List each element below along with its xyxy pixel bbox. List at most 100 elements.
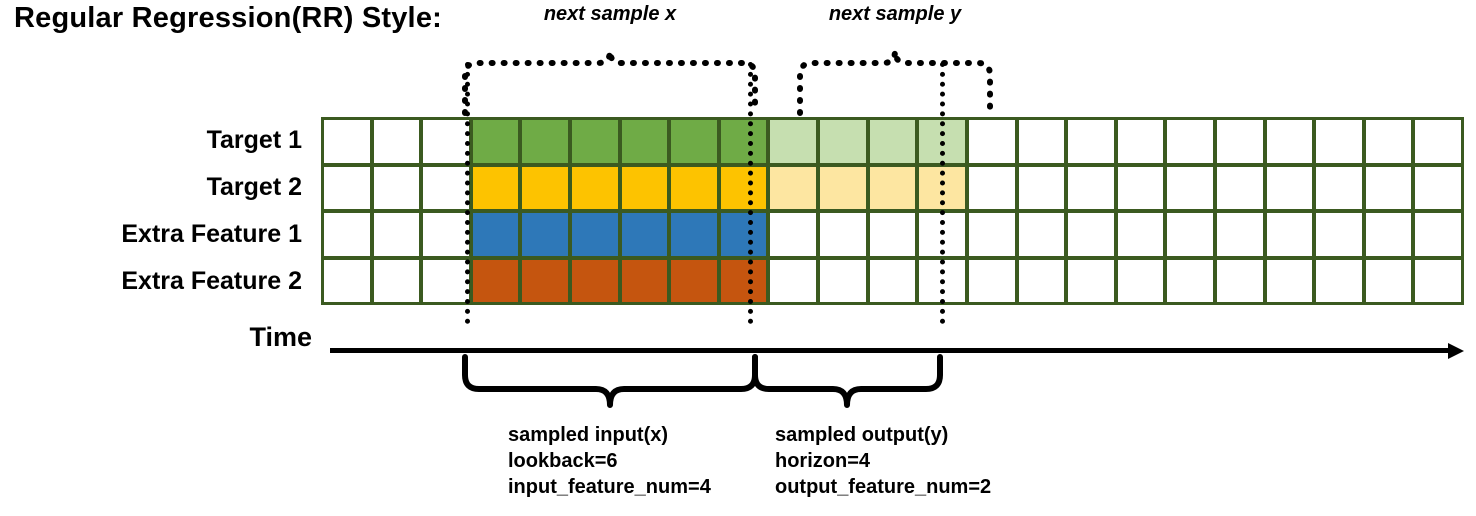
grid-cell-r1-c23 xyxy=(1415,120,1462,163)
grid-cell-r4-c11 xyxy=(820,259,866,302)
grid-cell-r2-c1 xyxy=(324,166,370,209)
grid-cell-r3-c9 xyxy=(720,213,767,256)
grid-cell-r1-c15 xyxy=(1018,120,1065,163)
grid-row-target-1 xyxy=(324,120,1462,163)
grid-cell-r4-c2 xyxy=(373,259,420,302)
bottom-brace-sampled-input xyxy=(462,354,758,408)
grid-cell-r3-c11 xyxy=(820,213,866,256)
sampled-output-line-3: output_feature_num=2 xyxy=(775,476,992,498)
guide-line-input-end xyxy=(748,62,753,324)
bottom-caption-sampled-output: sampled output(y) horizon=4 output_featu… xyxy=(775,422,991,500)
grid-row-target-2 xyxy=(324,166,1462,209)
bottom-brace-sampled-output xyxy=(752,354,943,408)
grid-cell-r2-c19 xyxy=(1216,166,1263,209)
grid-cell-r3-c8 xyxy=(671,213,717,256)
grid-cell-r4-c17 xyxy=(1117,259,1164,302)
guide-line-output-end xyxy=(940,62,945,324)
time-axis-label: Time xyxy=(249,322,312,352)
grid-cell-r1-c7 xyxy=(621,120,668,163)
grid-cell-r2-c22 xyxy=(1365,166,1412,209)
grid-cell-r1-c21 xyxy=(1316,120,1362,163)
time-axis-line xyxy=(330,348,1452,353)
row-label-extra-feature-1: Extra Feature 1 xyxy=(121,220,302,248)
page-title: Regular Regression(RR) Style: xyxy=(14,2,442,34)
grid-cell-r1-c10 xyxy=(770,120,817,163)
grid-cell-r3-c5 xyxy=(522,213,569,256)
grid-cell-r4-c15 xyxy=(1018,259,1065,302)
grid-cell-r2-c8 xyxy=(671,166,717,209)
top-brace-caption-x: next sample x xyxy=(543,3,677,25)
grid-cell-r1-c11 xyxy=(820,120,866,163)
row-label-target-1: Target 1 xyxy=(206,126,302,154)
grid-cell-r1-c22 xyxy=(1365,120,1412,163)
grid-cell-r1-c20 xyxy=(1266,120,1313,163)
grid-cell-r2-c3 xyxy=(423,166,469,209)
guide-line-input-start xyxy=(465,62,470,324)
grid-cell-r1-c8 xyxy=(671,120,717,163)
grid-cell-r1-c4 xyxy=(472,120,519,163)
grid-cell-r4-c1 xyxy=(324,259,370,302)
grid-cell-r4-c23 xyxy=(1415,259,1462,302)
grid-cell-r1-c1 xyxy=(324,120,370,163)
bottom-caption-sampled-input: sampled input(x) lookback=6 input_featur… xyxy=(508,422,711,500)
grid-cell-r1-c12 xyxy=(869,120,916,163)
grid-cell-r4-c22 xyxy=(1365,259,1412,302)
grid-row-extra-feature-1 xyxy=(324,213,1462,256)
grid-cell-r3-c18 xyxy=(1167,213,1213,256)
grid-cell-r2-c10 xyxy=(770,166,817,209)
grid-cell-r2-c21 xyxy=(1316,166,1362,209)
grid-cell-r4-c9 xyxy=(720,259,767,302)
grid-cell-r2-c7 xyxy=(621,166,668,209)
grid-cell-r2-c15 xyxy=(1018,166,1065,209)
grid-cell-r4-c18 xyxy=(1167,259,1213,302)
sampled-input-line-3: input_feature_num=4 xyxy=(508,476,711,498)
grid-cell-r4-c19 xyxy=(1216,259,1263,302)
top-brace-next-sample-x xyxy=(462,50,758,116)
top-brace-caption-y: next sample y xyxy=(828,3,962,25)
grid-cell-r3-c22 xyxy=(1365,213,1412,256)
grid-cell-r1-c6 xyxy=(572,120,618,163)
grid-cell-r1-c9 xyxy=(720,120,767,163)
row-label-list: Target 1 Target 2 Extra Feature 1 Extra … xyxy=(0,117,312,305)
grid-cell-r4-c5 xyxy=(522,259,569,302)
grid-row-extra-feature-2 xyxy=(324,259,1462,302)
grid-cell-r2-c16 xyxy=(1068,166,1114,209)
grid-cell-r2-c23 xyxy=(1415,166,1462,209)
grid-cell-r2-c14 xyxy=(968,166,1015,209)
grid-cell-r3-c21 xyxy=(1316,213,1362,256)
time-axis-arrowhead xyxy=(1448,343,1464,359)
grid-cell-r1-c5 xyxy=(522,120,569,163)
grid-cell-r3-c10 xyxy=(770,213,817,256)
grid-cell-r1-c2 xyxy=(373,120,420,163)
row-label-target-2: Target 2 xyxy=(206,173,302,201)
grid-cell-r4-c21 xyxy=(1316,259,1362,302)
grid-cell-r2-c6 xyxy=(572,166,618,209)
grid-cell-r1-c3 xyxy=(423,120,469,163)
grid-cell-r1-c14 xyxy=(968,120,1015,163)
sampled-output-line-1: sampled output(y) xyxy=(775,424,949,446)
grid-cell-r2-c4 xyxy=(472,166,519,209)
grid-cell-r2-c5 xyxy=(522,166,569,209)
grid-cell-r3-c7 xyxy=(621,213,668,256)
grid-cell-r4-c3 xyxy=(423,259,469,302)
grid-cell-r4-c16 xyxy=(1068,259,1114,302)
grid-cell-r1-c16 xyxy=(1068,120,1114,163)
grid-cell-r1-c17 xyxy=(1117,120,1164,163)
grid-cell-r3-c17 xyxy=(1117,213,1164,256)
grid-cell-r3-c14 xyxy=(968,213,1015,256)
grid-cell-r3-c6 xyxy=(572,213,618,256)
grid-cell-r3-c19 xyxy=(1216,213,1263,256)
grid-cell-r2-c2 xyxy=(373,166,420,209)
grid-cell-r2-c17 xyxy=(1117,166,1164,209)
grid-cell-r3-c16 xyxy=(1068,213,1114,256)
grid-cell-r1-c18 xyxy=(1167,120,1213,163)
grid-cell-r2-c9 xyxy=(720,166,767,209)
row-label-extra-feature-2: Extra Feature 2 xyxy=(121,267,302,295)
grid-cell-r4-c6 xyxy=(572,259,618,302)
grid-cell-r3-c4 xyxy=(472,213,519,256)
sampled-output-line-2: horizon=4 xyxy=(775,450,871,472)
grid-cell-r4-c14 xyxy=(968,259,1015,302)
timeline-grid xyxy=(321,117,1464,305)
top-brace-next-sample-y xyxy=(797,50,993,116)
sampled-input-line-1: sampled input(x) xyxy=(508,424,669,446)
